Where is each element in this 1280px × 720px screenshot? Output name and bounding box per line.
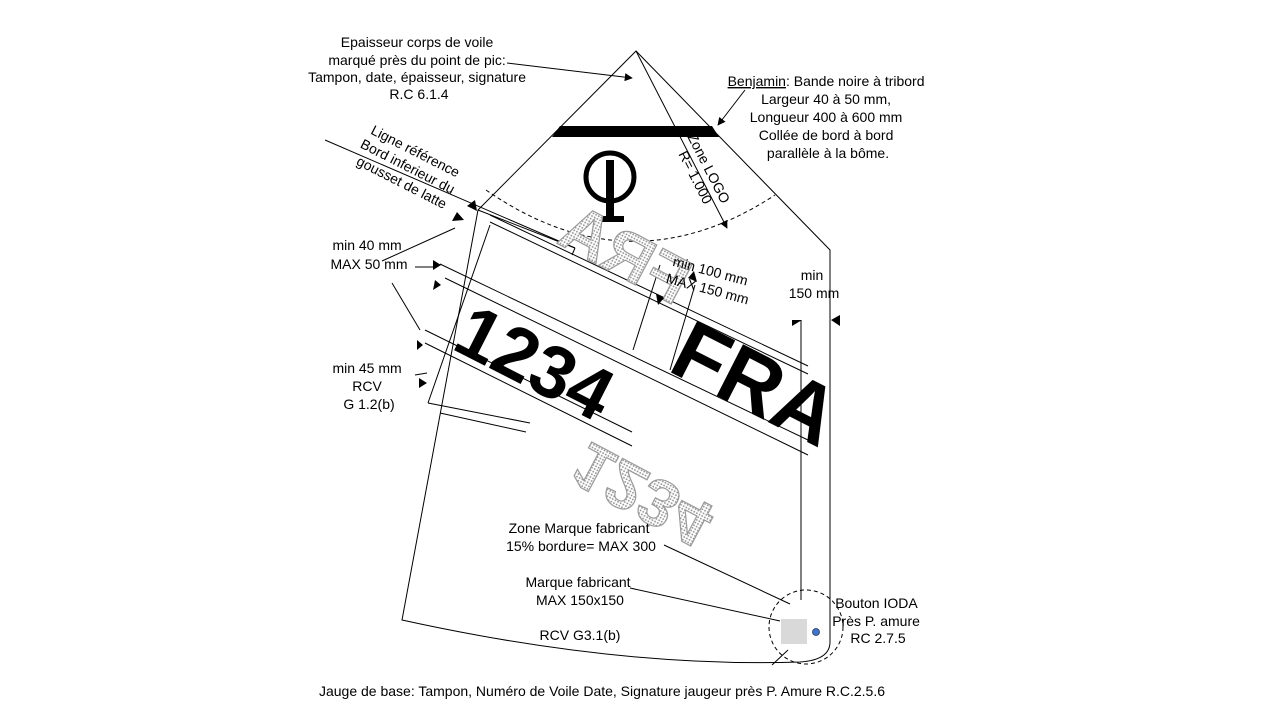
label-rcv-g31: RCV G3.1(b) <box>540 627 621 643</box>
sail-number: 1234 <box>443 288 627 437</box>
guide-line-1 <box>439 263 809 441</box>
label-min45: min 45 mm RCV G 1.2(b) <box>332 360 405 412</box>
logo-zone-arc <box>485 189 776 242</box>
leader-jauge <box>771 649 789 666</box>
class-logo <box>583 150 637 222</box>
label-benjamin: Benjamin: Bande noire à tribord Largeur … <box>728 73 929 161</box>
dim-100-line-2 <box>632 264 661 351</box>
ioda-button-dot <box>812 628 820 636</box>
label-zone-marque: Zone Marque fabricant 15% bordure= MAX 3… <box>506 520 656 554</box>
label-jauge: Jauge de base: Tampon, Numéro de Voile D… <box>319 683 885 699</box>
sail-outline <box>401 50 831 664</box>
benjamin-band <box>552 126 719 137</box>
label-min150: min 150 mm <box>789 267 840 301</box>
pocket-bottom <box>427 402 531 424</box>
pocket-bottom-2 <box>439 412 527 433</box>
reference-line <box>324 139 576 249</box>
sail-country: FRA <box>658 302 854 464</box>
leader-benjamin <box>717 89 746 126</box>
dim-100-line <box>669 284 696 371</box>
pocket-edge <box>477 209 576 249</box>
pocket-inner <box>427 224 491 404</box>
guide-line-4 <box>424 342 633 447</box>
label-marque: Marque fabricant MAX 150x150 <box>526 574 635 608</box>
leader-ref <box>381 227 456 262</box>
label-ligne-reference: Ligne référence Bord inferieur du gousse… <box>350 120 468 213</box>
label-min40: min 40 mm MAX 50 mm <box>330 237 407 272</box>
maker-zone-circle <box>768 589 844 665</box>
label-bouton: Bouton IODA Près P. amure RC 2.7.5 <box>832 595 924 646</box>
leader-epaisseur <box>506 62 633 82</box>
logo-radius-line <box>635 50 728 229</box>
dimension-arrows <box>417 200 840 388</box>
label-epaisseur: Epaisseur corps de voile marqué près du … <box>308 34 530 102</box>
leader-zone-marque <box>663 544 791 605</box>
maker-logo-box <box>781 619 807 644</box>
guide-line-5 <box>489 214 809 367</box>
label-zone-logo: Zone LOGO R= 1.000 <box>670 131 735 217</box>
guide-line-3 <box>424 329 633 433</box>
leader-min40 <box>391 282 421 331</box>
leader-min45 <box>414 372 428 376</box>
leader-marque <box>629 587 781 622</box>
guide-line-2 <box>444 277 809 456</box>
